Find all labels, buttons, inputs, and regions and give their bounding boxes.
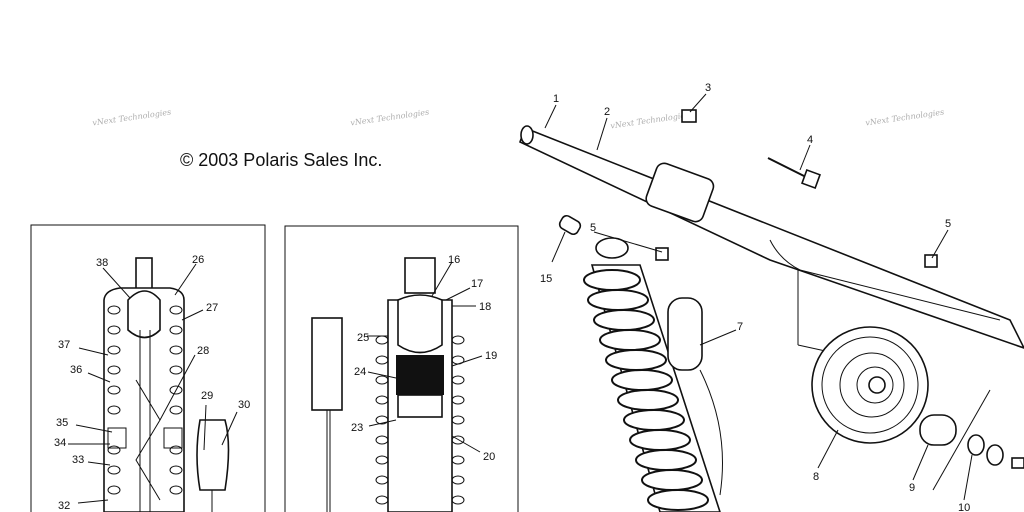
callout-24: 24 xyxy=(354,366,366,378)
copyright-notice: © 2003 Polaris Sales Inc. xyxy=(180,150,383,170)
callout-23: 23 xyxy=(351,422,363,434)
callout-29: 29 xyxy=(201,390,213,402)
shock-cutaway-middle xyxy=(311,257,465,512)
callout-17: 17 xyxy=(471,278,483,290)
callout-15: 15 xyxy=(540,273,552,285)
callout-7: 7 xyxy=(737,321,743,333)
callout-32: 32 xyxy=(58,500,70,512)
callout-28: 28 xyxy=(197,345,209,357)
inset-box-middle xyxy=(284,225,519,512)
callout-labels: 1 2 3 4 5 5 7 8 9 10 15 16 17 18 19 20 2… xyxy=(54,82,970,512)
inset-box-left xyxy=(30,224,266,512)
callout-10: 10 xyxy=(958,502,970,512)
shock-cutaway-left xyxy=(103,257,230,512)
leader-lines xyxy=(68,93,973,504)
callout-9: 9 xyxy=(909,482,915,494)
callout-2: 2 xyxy=(604,106,610,118)
callout-33: 33 xyxy=(72,454,84,466)
callout-35: 35 xyxy=(56,417,68,429)
callout-36: 36 xyxy=(70,364,82,376)
callout-26: 26 xyxy=(192,254,204,266)
callout-4: 4 xyxy=(807,134,813,146)
callout-20: 20 xyxy=(483,451,495,463)
callout-18: 18 xyxy=(479,301,491,313)
rear-axle-assembly xyxy=(519,109,1024,353)
idler-wheel xyxy=(811,326,1024,491)
callout-38: 38 xyxy=(96,257,108,269)
shock-spring xyxy=(583,237,723,512)
callout-5b: 5 xyxy=(945,218,951,230)
callout-34: 34 xyxy=(54,437,66,449)
callout-30: 30 xyxy=(238,399,250,411)
callout-1: 1 xyxy=(553,93,559,105)
callout-8: 8 xyxy=(813,471,819,483)
callout-37: 37 xyxy=(58,339,70,351)
callout-3: 3 xyxy=(705,82,711,94)
callout-27: 27 xyxy=(206,302,218,314)
callout-25: 25 xyxy=(357,332,369,344)
callout-19: 19 xyxy=(485,350,497,362)
callout-5a: 5 xyxy=(590,222,596,234)
callout-16: 16 xyxy=(448,254,460,266)
